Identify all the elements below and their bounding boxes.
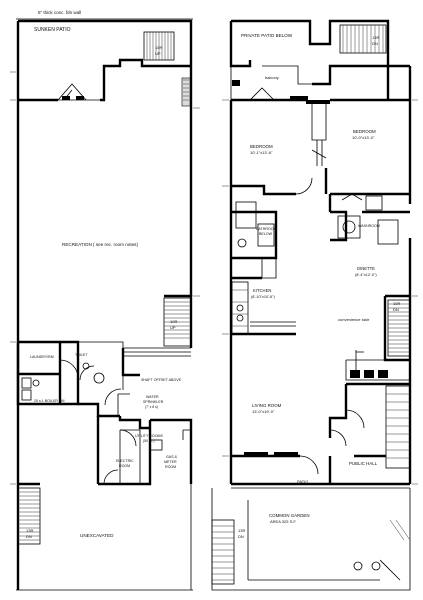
left-outer-wall — [16, 19, 193, 484]
label-common-garden: COMMON GARDEN — [269, 513, 310, 518]
stair-mid-left — [163, 294, 193, 348]
right-outer-wall — [229, 66, 412, 484]
label-kitchen: KITCHEN — [253, 288, 271, 293]
note-foundation-wall: 6" thick conc. fdn wall — [38, 10, 81, 15]
label-convenience-stair: convenience stair — [338, 317, 370, 322]
label-meter: METER — [164, 460, 177, 464]
label-dinette-size: (8'-4"x12'-0") — [355, 273, 377, 277]
label-kitchen-size: (8'-10"x10'-6") — [251, 295, 276, 299]
label-stair-mid-right-r: 10R — [393, 301, 400, 306]
label-utility-area: (50 s.f.) — [143, 439, 155, 443]
label-electric-room: ROOM — [119, 464, 130, 468]
kitchen — [231, 276, 296, 336]
stair-top-left — [143, 31, 175, 61]
service-rooms-left — [16, 340, 130, 418]
stair-mid-right — [345, 294, 411, 381]
stair-bottom-left — [16, 482, 41, 590]
label-bedroom-left: BEDROOM — [250, 144, 273, 149]
label-washroom: WASHROOM — [358, 224, 380, 228]
label-sunken-patio: SUNKEN PATIO — [34, 27, 71, 33]
label-stair-mid-right-dir: DN — [393, 307, 399, 312]
left-plan-basement — [10, 18, 200, 591]
label-stair-bottom-dir: DN — [26, 534, 32, 539]
bathroom-washroom — [231, 193, 410, 279]
label-bedroom-right-size: 10'-0"x13'-0" — [352, 135, 375, 140]
label-stair-bottom-right-dir: DN — [238, 534, 244, 539]
label-bathroom-below: BELOW — [259, 232, 273, 236]
label-stair-top-r: 10R — [155, 45, 162, 50]
label-toilet: TOILET — [75, 353, 88, 357]
label-patio: PATIO — [297, 479, 308, 484]
label-unexcavated: UNEXCAVATED — [80, 533, 114, 538]
living-public-hall — [231, 382, 411, 484]
label-living-room: LIVING ROOM — [252, 403, 282, 408]
label-common-garden-area: AREA 325 S.F. — [270, 519, 296, 524]
label-dinette: DINETTE — [357, 266, 375, 271]
label-shaft-offset: SHAFT OFFSET ABOVE — [141, 378, 182, 382]
label-meter-room: ROOM — [165, 465, 176, 469]
label-public-hall: PUBLIC HALL — [349, 461, 378, 466]
label-living-room-size: 13'-0"x19'-0" — [252, 409, 275, 414]
label-stair-mid-r: 10R — [170, 319, 177, 324]
label-bathroom: BATHROOM — [256, 227, 277, 231]
label-boiler-rm: 25 s.f. BOILER RM — [34, 399, 65, 403]
label-bedroom-right: BEDROOM — [353, 129, 376, 134]
label-stair-top-right-r: 13R — [372, 35, 379, 40]
label-bedroom-left-size: 10'-1"x13'-6" — [250, 150, 273, 155]
label-sprinkler-size: (7' x 8 s) — [145, 405, 158, 409]
label-recreation: RECREATION ( see rec. room notes) — [62, 242, 138, 247]
label-utility-rooms: UTILITY ROOMS — [135, 434, 163, 438]
label-stair-bottom-r: 13R — [26, 528, 33, 533]
label-stair-top-dir: UP — [155, 51, 161, 56]
label-electric: ELECTRIC — [116, 459, 134, 463]
label-stair-bottom-right-r: 13R — [238, 528, 245, 533]
label-laundry: LAUNDRY/RM — [30, 355, 54, 359]
label-gas: GAS & — [166, 455, 178, 459]
label-stair-mid-dir: UP — [170, 325, 176, 330]
label-private-patio: PRIVATE PATIO BELOW — [241, 33, 293, 38]
common-garden — [211, 482, 411, 591]
label-stair-top-right-dir: DN — [372, 41, 378, 46]
label-balcony: balcony — [265, 75, 279, 80]
label-water: WATER — [146, 395, 159, 399]
right-plan-main-floor — [211, 19, 418, 591]
utility-rooms — [96, 416, 193, 486]
label-sprinkler: SPRINKLER — [143, 400, 164, 404]
